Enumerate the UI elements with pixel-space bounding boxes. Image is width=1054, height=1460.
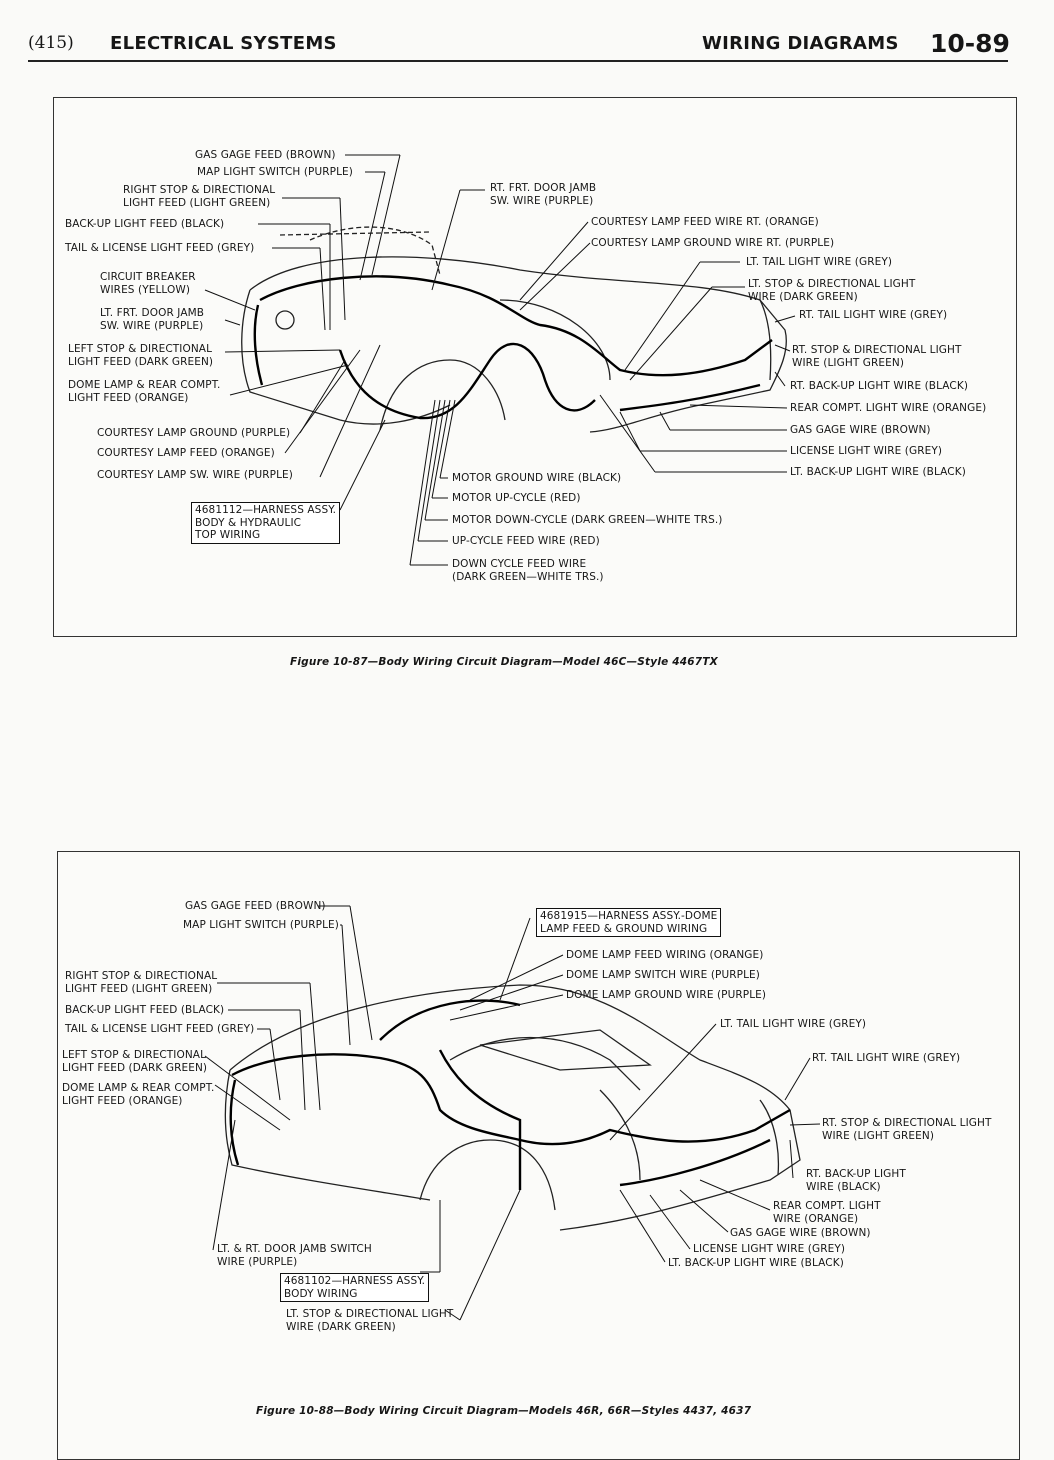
label-rt-tail-light-wire: RT. TAIL LIGHT WIRE (GREY) — [799, 309, 948, 321]
label-map-light-switch-2: MAP LIGHT SWITCH (PURPLE) — [183, 919, 339, 931]
label-rt-stop-directional-wire-2: RT. STOP & DIRECTIONAL LIGHT WIRE (LIGHT… — [822, 1117, 992, 1142]
label-lt-back-up-light-wire: LT. BACK-UP LIGHT WIRE (BLACK) — [790, 466, 966, 478]
label-up-cycle-feed-wire: UP-CYCLE FEED WIRE (RED) — [452, 535, 600, 547]
figure-1-frame — [53, 97, 1017, 637]
label-door-jamb-switch: LT. & RT. DOOR JAMB SWITCH WIRE (PURPLE) — [217, 1243, 372, 1268]
section-title: ELECTRICAL SYSTEMS — [110, 33, 337, 54]
figure-2-harness — [229, 999, 791, 1190]
figure-1-leader-lines — [204, 154, 796, 566]
label-dome-lamp-switch-wire: DOME LAMP SWITCH WIRE (PURPLE) — [566, 969, 760, 981]
label-tail-license-light-feed: TAIL & LICENSE LIGHT FEED (GREY) — [65, 242, 255, 254]
label-dome-lamp-rear-compt-2: DOME LAMP & REAR COMPT. LIGHT FEED (ORAN… — [62, 1082, 215, 1107]
label-lt-stop-directional-wire: LT. STOP & DIRECTIONAL LIGHT WIRE (DARK … — [748, 278, 916, 303]
harness-box-body-wiring: 4681102—HARNESS ASSY. BODY WIRING — [280, 1273, 430, 1302]
label-map-light-switch: MAP LIGHT SWITCH (PURPLE) — [197, 166, 353, 178]
label-lt-stop-directional-wire-2: LT. STOP & DIRECTIONAL LIGHT WIRE (DARK … — [286, 1308, 454, 1333]
figure-2-leader-lines — [204, 905, 821, 1321]
label-circuit-breaker-wires: CIRCUIT BREAKER WIRES (YELLOW) — [100, 271, 196, 296]
label-motor-ground-wire: MOTOR GROUND WIRE (BLACK) — [452, 472, 622, 484]
label-gas-gage-wire-2: GAS GAGE WIRE (BROWN) — [730, 1227, 871, 1239]
label-right-stop-directional: RIGHT STOP & DIRECTIONAL LIGHT FEED (LIG… — [123, 184, 276, 209]
label-rt-frt-door-jamb: RT. FRT. DOOR JAMB SW. WIRE (PURPLE) — [490, 182, 597, 207]
label-rt-back-up-light-2: RT. BACK-UP LIGHT WIRE (BLACK) — [806, 1168, 906, 1193]
page-ref: (415) — [28, 33, 74, 53]
label-tail-license-light-feed-2: TAIL & LICENSE LIGHT FEED (GREY) — [65, 1023, 255, 1035]
label-left-stop-directional-2: LEFT STOP & DIRECTIONAL LIGHT FEED (DARK… — [62, 1049, 208, 1074]
label-rt-tail-light-wire-2: RT. TAIL LIGHT WIRE (GREY) — [812, 1052, 961, 1064]
label-rt-back-up-light-wire: RT. BACK-UP LIGHT WIRE (BLACK) — [790, 380, 969, 392]
label-rear-compt-light-2: REAR COMPT. LIGHT WIRE (ORANGE) — [773, 1200, 881, 1225]
label-gas-gage-wire: GAS GAGE WIRE (BROWN) — [790, 424, 931, 436]
label-motor-up-cycle: MOTOR UP-CYCLE (RED) — [452, 492, 581, 504]
label-courtesy-lamp-sw-wire: COURTESY LAMP SW. WIRE (PURPLE) — [97, 469, 293, 481]
label-license-light-wire: LICENSE LIGHT WIRE (GREY) — [790, 445, 943, 457]
figure-2-caption: Figure 10-88—Body Wiring Circuit Diagram… — [256, 1405, 752, 1417]
label-gas-gage-feed-2: GAS GAGE FEED (BROWN) — [185, 900, 326, 912]
label-dome-lamp-ground-wire: DOME LAMP GROUND WIRE (PURPLE) — [566, 989, 767, 1001]
label-back-up-light-feed-2: BACK-UP LIGHT FEED (BLACK) — [65, 1004, 225, 1016]
label-lt-frt-door-jamb: LT. FRT. DOOR JAMB SW. WIRE (PURPLE) — [100, 307, 205, 332]
label-right-stop-directional-2: RIGHT STOP & DIRECTIONAL LIGHT FEED (LIG… — [65, 970, 218, 995]
label-courtesy-lamp-feed-rt: COURTESY LAMP FEED WIRE RT. (ORANGE) — [591, 216, 819, 228]
label-lt-back-up-light-wire-2: LT. BACK-UP LIGHT WIRE (BLACK) — [668, 1257, 844, 1269]
figure-1-harness — [253, 275, 773, 420]
label-gas-gage-feed: GAS GAGE FEED (BROWN) — [195, 149, 336, 161]
figure-1-caption: Figure 10-87—Body Wiring Circuit Diagram… — [290, 656, 718, 668]
label-rear-compt-light-wire: REAR COMPT. LIGHT WIRE (ORANGE) — [790, 402, 987, 414]
label-down-cycle-feed-wire: DOWN CYCLE FEED WIRE (DARK GREEN—WHITE T… — [452, 558, 604, 583]
label-lt-tail-light-wire-2: LT. TAIL LIGHT WIRE (GREY) — [720, 1018, 867, 1030]
label-dome-lamp-rear-compt: DOME LAMP & REAR COMPT. LIGHT FEED (ORAN… — [68, 379, 221, 404]
figure-2-car-body — [224, 984, 801, 1231]
label-courtesy-lamp-ground: COURTESY LAMP GROUND (PURPLE) — [97, 427, 291, 439]
label-courtesy-lamp-feed: COURTESY LAMP FEED (ORANGE) — [97, 447, 275, 459]
label-dome-lamp-feed-wiring: DOME LAMP FEED WIRING (ORANGE) — [566, 949, 764, 961]
label-back-up-light-feed: BACK-UP LIGHT FEED (BLACK) — [65, 218, 225, 230]
label-license-light-wire-2: LICENSE LIGHT WIRE (GREY) — [693, 1243, 846, 1255]
subsection-title: WIRING DIAGRAMS — [702, 33, 899, 54]
figure-2-frame — [57, 851, 1020, 1460]
page-number: 10-89 — [930, 29, 1010, 58]
harness-box-dome-lamp: 4681915—HARNESS ASSY.-DOME LAMP FEED & G… — [536, 908, 722, 937]
label-motor-down-cycle: MOTOR DOWN-CYCLE (DARK GREEN—WHITE TRS.) — [452, 514, 723, 526]
label-lt-tail-light-wire: LT. TAIL LIGHT WIRE (GREY) — [746, 256, 893, 268]
harness-box-body-hydraulic: 4681112—HARNESS ASSY. BODY & HYDRAULIC T… — [191, 502, 341, 544]
label-courtesy-lamp-ground-rt: COURTESY LAMP GROUND WIRE RT. (PURPLE) — [591, 237, 835, 249]
label-left-stop-directional: LEFT STOP & DIRECTIONAL LIGHT FEED (DARK… — [68, 343, 214, 368]
label-rt-stop-directional-wire: RT. STOP & DIRECTIONAL LIGHT WIRE (LIGHT… — [792, 344, 962, 369]
header-rule — [28, 60, 1008, 62]
figure-1-car-body — [241, 226, 787, 433]
